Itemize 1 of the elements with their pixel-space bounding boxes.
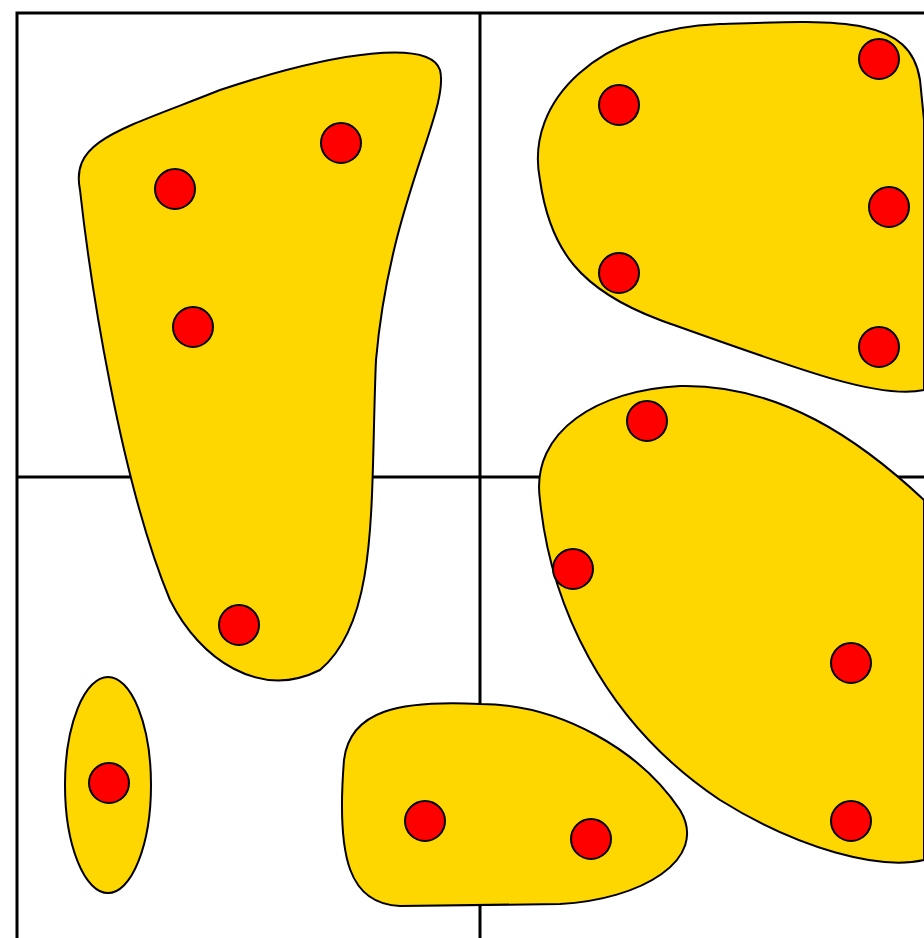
cluster-ellipse [64, 676, 152, 894]
